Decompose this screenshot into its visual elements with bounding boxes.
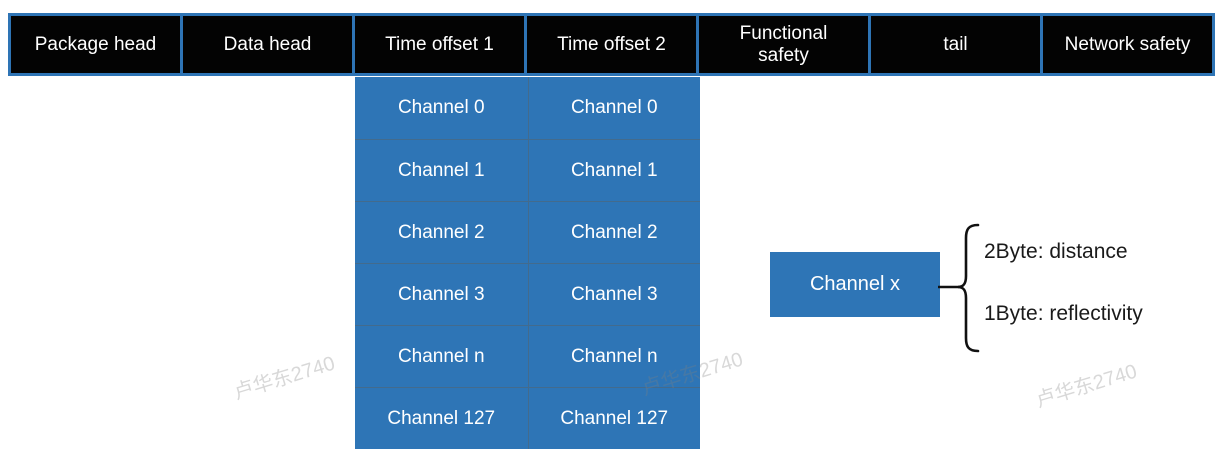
channel-cell-col2-row5: Channel 127: [527, 387, 700, 449]
header-cell-functional-safety: Functional safety: [699, 16, 871, 73]
channel-cell-col1-row3: Channel 3: [355, 263, 528, 325]
byte-label-distance: 2Byte: distance: [984, 240, 1128, 263]
channel-x-box: Channel x: [770, 252, 940, 317]
channel-grid: Channel 0 Channel 1 Channel 2 Channel 3 …: [355, 77, 700, 449]
header-cell-time-offset-2: Time offset 2: [527, 16, 699, 73]
watermark-text: 卢华东2740: [231, 352, 338, 405]
packet-header-row: Package head Data head Time offset 1 Tim…: [8, 13, 1215, 76]
header-cell-tail: tail: [871, 16, 1043, 73]
header-cell-package-head: Package head: [11, 16, 183, 73]
header-cell-label: Data head: [223, 33, 312, 55]
channel-cell-col2-row3: Channel 3: [527, 263, 700, 325]
channel-cell-col2-row4: Channel n: [527, 325, 700, 387]
header-cell-network-safety: Network safety: [1043, 16, 1212, 73]
header-cell-label: Time offset 1: [385, 33, 494, 55]
header-cell-label: Package head: [34, 33, 157, 55]
header-cell-label: Functional safety: [739, 22, 828, 66]
header-cell-label: tail: [943, 33, 968, 55]
header-cell-data-head: Data head: [183, 16, 355, 73]
header-cell-time-offset-1: Time offset 1: [355, 16, 527, 73]
channel-cell-col1-row2: Channel 2: [355, 201, 528, 263]
channel-cell-col1-row0: Channel 0: [397, 97, 485, 118]
channel-cell-col1-row1: Channel 1: [355, 139, 528, 201]
channel-cell-col2-row1: Channel 1: [527, 139, 700, 201]
header-cell-label: Network safety: [1064, 33, 1191, 55]
channel-cell-col1-row5: Channel 127: [355, 387, 528, 449]
channel-cell-col1-row4: Channel n: [355, 325, 528, 387]
channel-cell-col2-row2: Channel 2: [527, 201, 700, 263]
watermark-text: 卢华东2740: [1033, 360, 1140, 413]
byte-label-reflectivity: 1Byte: reflectivity: [984, 302, 1143, 325]
header-cell-label: Time offset 2: [557, 33, 666, 55]
channel-cell-col2-row0: Channel 0: [527, 77, 701, 139]
curly-brace-icon: [938, 223, 980, 353]
